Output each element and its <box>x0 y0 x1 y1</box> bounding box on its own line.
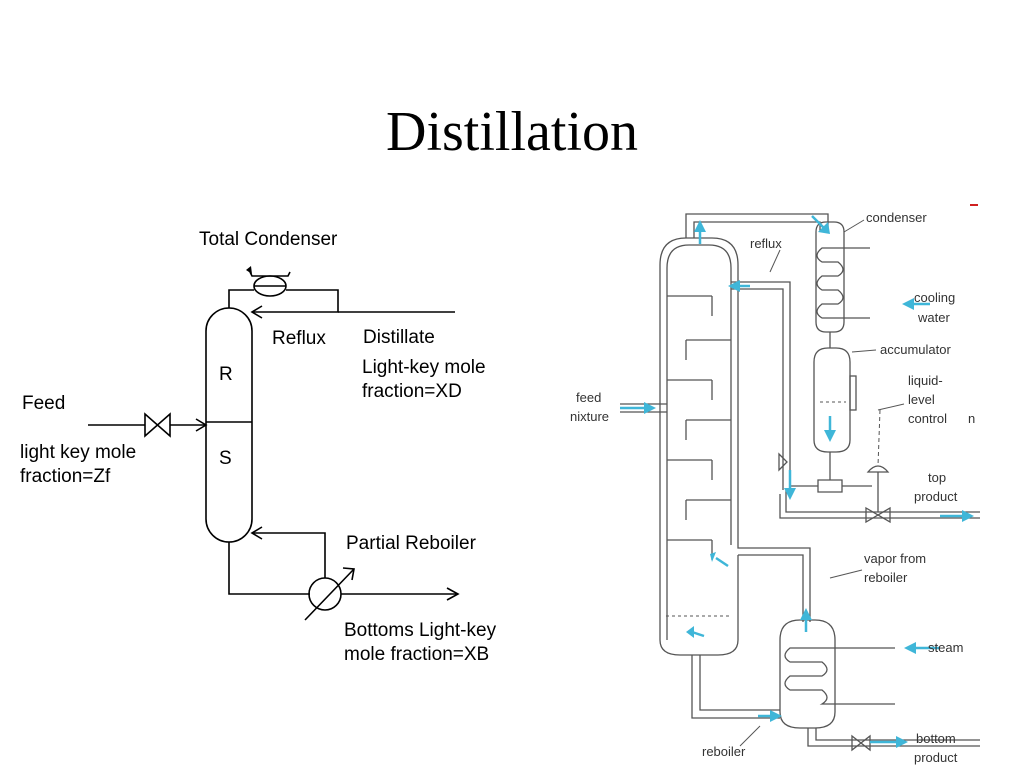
reflux-pipe <box>731 281 818 487</box>
liquid-level-control-label-1: liquid- <box>908 373 943 388</box>
reflux-label: Reflux <box>272 328 326 349</box>
stripping-section-label: S <box>219 448 232 469</box>
bottoms-desc-line2: mole fraction=XB <box>344 644 489 665</box>
feed-mixture-label-2: nixture <box>570 409 609 424</box>
distillate-desc-line1: Light-key mole <box>362 357 486 378</box>
column-shell-inner <box>666 244 732 640</box>
vapor-from-reboiler-label-2: reboiler <box>864 570 908 585</box>
condenser-coolant-arrow <box>249 271 291 277</box>
feed-desc-line1: light key mole <box>20 442 136 463</box>
feed-valve-icon <box>144 412 171 438</box>
reflux-label-right: reflux <box>750 236 782 251</box>
reboiler-heat-arrow <box>304 568 355 621</box>
bottom-product-label-2: product <box>914 750 958 765</box>
condenser-label: condenser <box>866 210 927 225</box>
level-control-signal <box>877 409 881 467</box>
column-shell-outer <box>659 237 745 640</box>
condenser-coil <box>816 247 870 319</box>
feed-arrowhead <box>195 418 208 432</box>
steam-label: steam <box>928 640 963 655</box>
distillation-column <box>205 307 253 543</box>
top-product-label-1: top <box>928 470 946 485</box>
accumulator-label: accumulator <box>880 342 951 357</box>
accumulator-vessel <box>813 347 851 453</box>
cooling-water-label-2: water <box>917 310 950 325</box>
bottoms-line <box>228 542 310 595</box>
condenser-shell <box>815 221 845 333</box>
reboiler-coil <box>784 647 895 705</box>
bottoms-arrowhead <box>446 587 460 601</box>
bottom-product-label-1: bottom <box>916 731 956 746</box>
right-detailed-drawing: condenser reflux cooling water accumulat… <box>570 204 980 765</box>
edge-mark-label: n <box>968 411 975 426</box>
feed-mixture-label-1: feed <box>576 390 601 405</box>
column-bottoms-pipe <box>691 655 780 719</box>
boilup-arrowhead <box>250 526 263 540</box>
reboiler-vapor-pipe <box>745 547 811 622</box>
liquid-level-control-label-2: level <box>908 392 935 407</box>
rectifying-section-label: R <box>219 364 233 385</box>
distillate-desc-line2: fraction=XD <box>362 381 462 402</box>
reflux-pump <box>817 479 843 493</box>
partial-reboiler <box>308 577 342 611</box>
bottom-product-pipe <box>807 728 980 747</box>
slide-title: Distillation <box>386 101 638 163</box>
overhead-vapor-line <box>228 289 254 308</box>
reboiler-label: reboiler <box>702 744 746 759</box>
total-condenser-label: Total Condenser <box>199 229 338 250</box>
vapor-from-reboiler-label-1: vapor from <box>864 551 926 566</box>
boilup-return-line <box>252 532 326 578</box>
condensate-return-line <box>252 289 339 313</box>
partial-reboiler-label: Partial Reboiler <box>346 533 477 554</box>
cooling-water-label-1: cooling <box>914 290 955 305</box>
left-column-schematic: Total Condenser Reflux Distillate Light-… <box>20 229 497 665</box>
reboiler-shell <box>779 619 836 729</box>
top-product-label-2: product <box>914 489 958 504</box>
level-control-valve <box>866 465 890 473</box>
flow-arrows <box>620 215 974 748</box>
overhead-vapor-pipe <box>685 213 829 238</box>
column-trays <box>667 295 731 560</box>
feed-desc-line2: fraction=Zf <box>20 466 111 487</box>
liquid-level-control-label-3: control <box>908 411 947 426</box>
top-product-pipe <box>785 490 980 513</box>
feed-label: Feed <box>22 393 65 414</box>
bottoms-desc-line1: Bottoms Light-key <box>344 620 497 641</box>
distillate-label: Distillate <box>363 327 435 348</box>
reflux-arrowhead <box>250 305 263 319</box>
